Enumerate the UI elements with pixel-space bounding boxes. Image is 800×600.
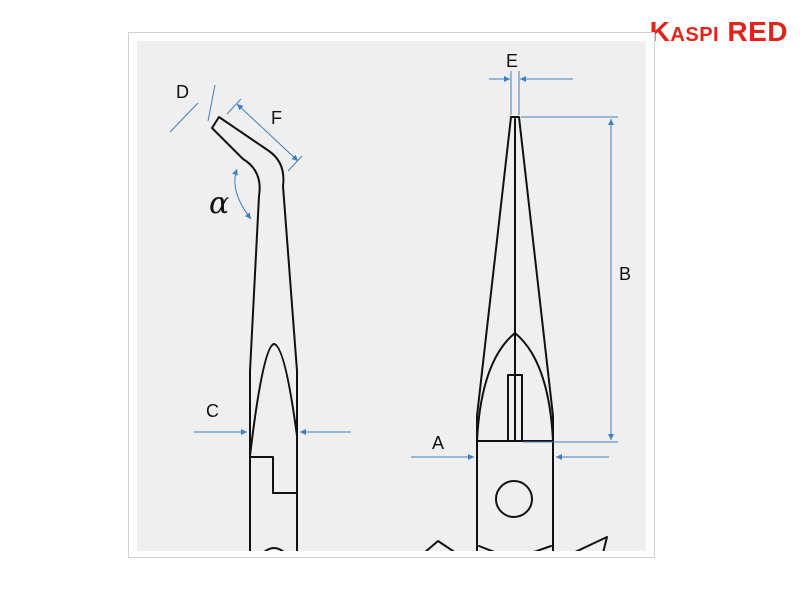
drawing-panel: D F α C bbox=[137, 41, 646, 551]
handle-right-hint bbox=[574, 536, 608, 551]
handle-left-hint bbox=[424, 540, 455, 551]
side-joint-step bbox=[249, 456, 298, 494]
label-e: E bbox=[506, 51, 518, 71]
side-handle-hint bbox=[263, 547, 285, 551]
dim-f-ext2 bbox=[287, 155, 303, 172]
dim-alpha-arc bbox=[232, 168, 252, 220]
label-c: C bbox=[206, 401, 219, 421]
pivot-circle bbox=[495, 480, 533, 518]
side-inner-arch bbox=[249, 343, 298, 457]
label-f: F bbox=[271, 108, 282, 128]
handle-center-hint bbox=[478, 545, 552, 551]
dim-d-line bbox=[169, 102, 199, 133]
side-view: D F α C bbox=[169, 82, 351, 551]
front-view: E B A bbox=[411, 51, 631, 551]
dim-f-ext1 bbox=[226, 98, 242, 115]
brand-red: RED bbox=[727, 16, 788, 47]
front-jaw-curve bbox=[476, 332, 554, 442]
label-a: A bbox=[432, 433, 444, 453]
brand-smallcaps: ASPI bbox=[670, 24, 720, 46]
brand-logo: KASPI RED bbox=[650, 16, 788, 48]
pliers-technical-drawing: D F α C bbox=[169, 51, 631, 551]
label-alpha: α bbox=[209, 186, 229, 221]
dim-f-line bbox=[236, 103, 299, 162]
label-d: D bbox=[176, 82, 189, 102]
side-outline bbox=[211, 116, 298, 551]
drawing-frame: D F α C bbox=[128, 32, 655, 558]
label-b: B bbox=[619, 264, 631, 284]
dim-d-ext bbox=[207, 84, 216, 122]
